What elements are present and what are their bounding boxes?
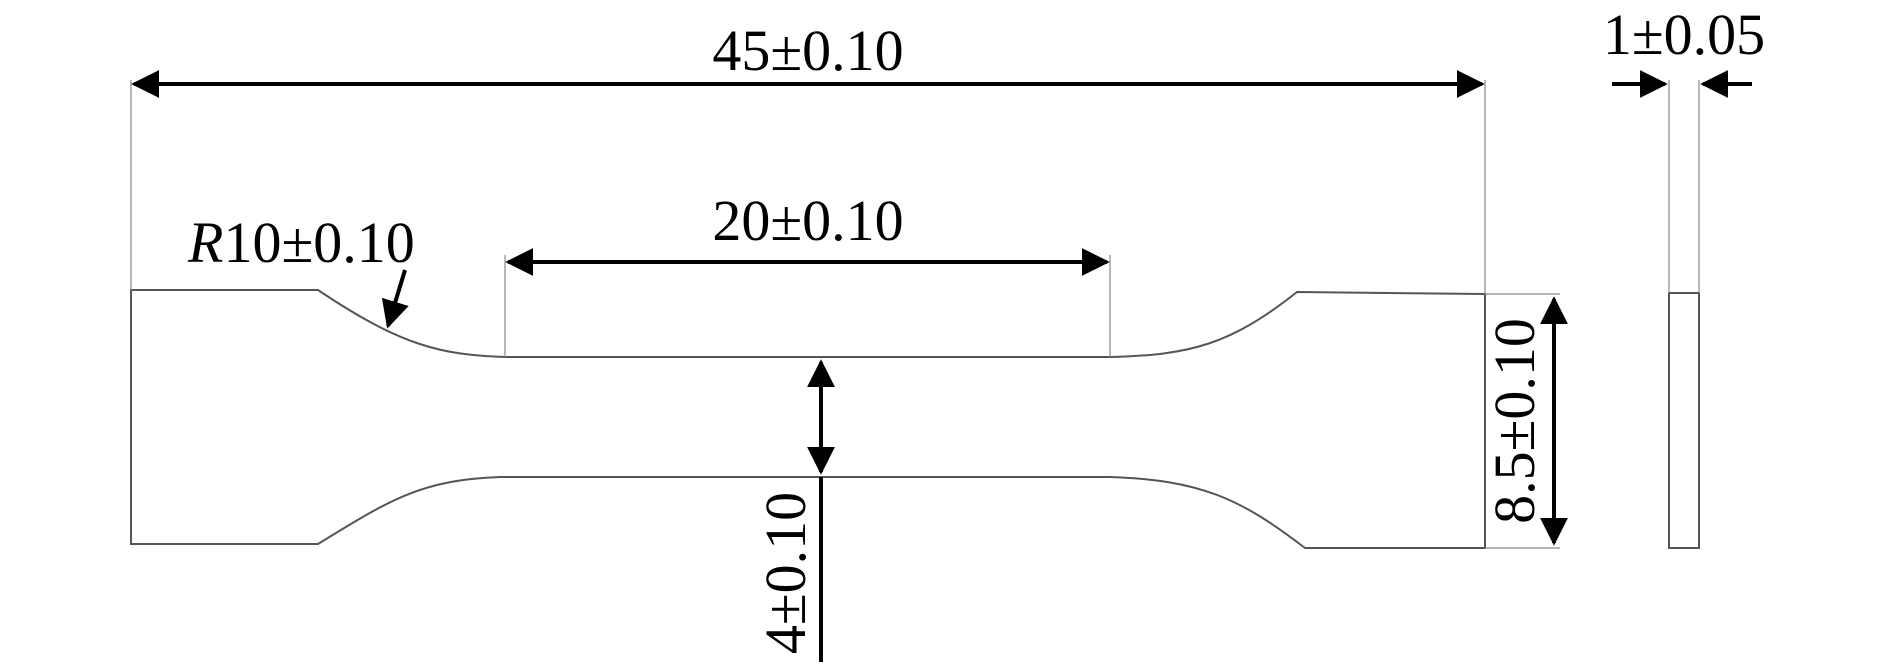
gauge-width-label: 4±0.10: [753, 492, 818, 654]
fillet-radius-leader: [381, 269, 409, 329]
thickness-view-strip: [1668, 292, 1700, 549]
fillet-radius-value: 10±0.10: [223, 210, 414, 275]
fillet-radius-label: R10±0.10: [187, 210, 415, 275]
grip-width-label: 8.5±0.10: [1482, 318, 1547, 524]
gauge-length-label: 20±0.10: [712, 188, 903, 253]
overall-length-label: 45±0.10: [712, 18, 903, 83]
thickness-label: 1±0.05: [1603, 2, 1765, 67]
fillet-radius-symbol: R: [187, 210, 223, 275]
